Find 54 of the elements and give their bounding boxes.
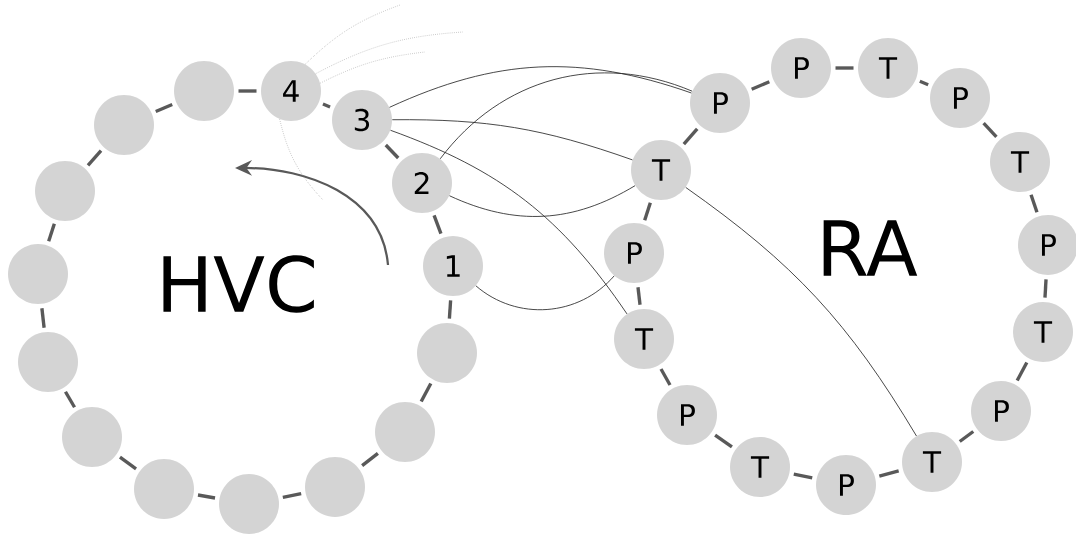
- connection-line: [714, 433, 733, 449]
- region-label: RA: [823, 220, 918, 276]
- region-label: HVC: [163, 255, 314, 313]
- connection-line: [40, 308, 46, 328]
- neuron-circle: [8, 244, 68, 304]
- connection-line: [643, 202, 652, 221]
- neuron-circle: [35, 161, 95, 221]
- connection-line: [86, 149, 103, 167]
- neuron-circle: [94, 95, 154, 155]
- neuron-circle: [305, 457, 365, 517]
- connection-line: [1015, 361, 1029, 382]
- connection-line: [155, 102, 173, 114]
- connection-line: [447, 300, 453, 319]
- connection-line: [389, 66, 692, 108]
- connection-line: [636, 287, 642, 305]
- connection-line: [432, 214, 443, 235]
- neuron-circle: [375, 402, 435, 462]
- connection-line: [685, 187, 917, 437]
- connection-line: [1043, 279, 1048, 298]
- neuron-circle: [417, 323, 477, 383]
- fiber-line: [304, 4, 401, 65]
- connection-line: [322, 102, 331, 109]
- connection-line: [238, 89, 257, 93]
- neuron-circle: [219, 474, 279, 534]
- connection-line: [958, 430, 975, 443]
- connection-line: [835, 66, 854, 70]
- connection-line: [64, 390, 76, 409]
- connection-line: [449, 185, 636, 217]
- connection-line: [119, 455, 138, 471]
- neuron-circle: [62, 407, 122, 467]
- connection-line: [1029, 194, 1039, 213]
- connection-line: [361, 452, 379, 467]
- neuron-circle: [18, 332, 78, 392]
- connection-line: [751, 80, 770, 91]
- connection-line: [682, 127, 699, 146]
- connection-line: [982, 122, 998, 138]
- connection-line: [47, 223, 56, 242]
- connection-line: [475, 275, 615, 310]
- connection-line: [391, 119, 633, 161]
- connection-line: [197, 493, 216, 500]
- connection-line: [878, 469, 900, 478]
- fiber-line: [319, 51, 426, 84]
- fiber-line: [279, 118, 324, 201]
- connection-line: [419, 382, 433, 403]
- connection-line: [439, 72, 693, 160]
- neuron-circle: [134, 459, 194, 519]
- fiber-line: [315, 31, 464, 74]
- connection-line: [659, 368, 672, 386]
- neuron-circle: [174, 61, 234, 121]
- connection-line: [793, 472, 813, 480]
- connection-line: [390, 129, 628, 315]
- connection-line: [282, 492, 302, 499]
- connection-line: [384, 143, 400, 160]
- connection-line: [919, 79, 929, 87]
